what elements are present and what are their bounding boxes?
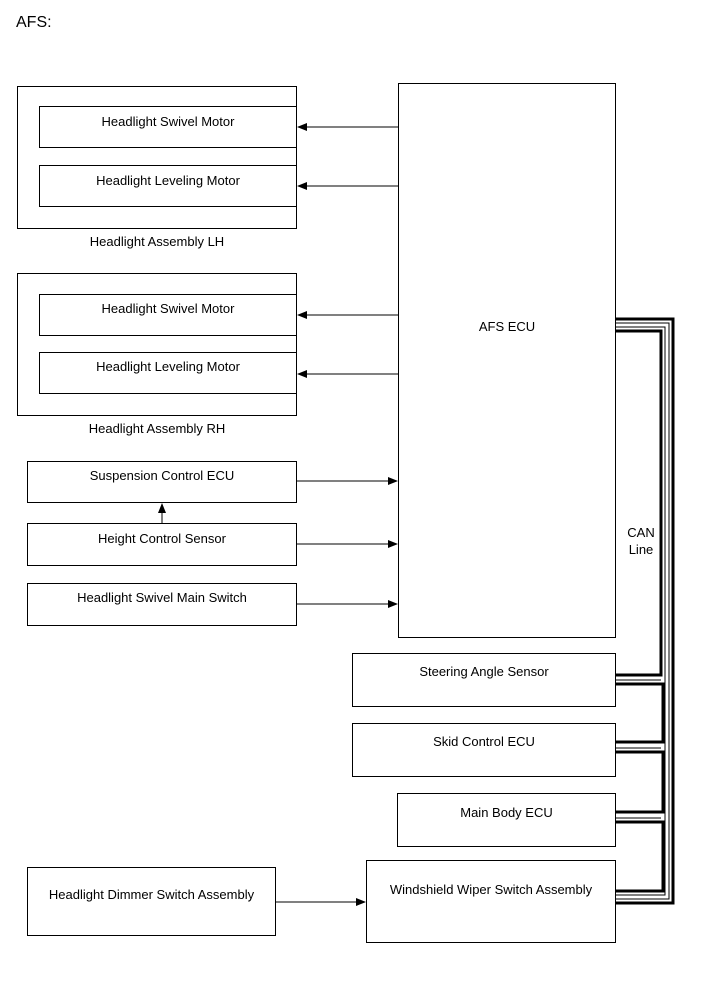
headlight-assembly-lh-label: Headlight Assembly LH [89,234,225,249]
height-control-sensor: Height Control Sensor [27,523,297,566]
steering-angle-sensor-label: Steering Angle Sensor [419,664,549,679]
windshield-wiper-switch-assembly-label: Windshield Wiper Switch Assembly [389,882,593,897]
diagram-title: AFS: [16,14,52,31]
headlight-swivel-main-switch-label: Headlight Swivel Main Switch [77,590,247,605]
can-line-label-2: Line [628,542,654,557]
headlight-assembly-rh-label: Headlight Assembly RH [88,421,226,436]
rh-swivel-motor: Headlight Swivel Motor [39,294,297,336]
skid-control-ecu: Skid Control ECU [352,723,616,777]
afs-ecu-label: AFS ECU [478,319,536,334]
height-control-sensor-label: Height Control Sensor [98,531,226,546]
suspension-control-ecu-label: Suspension Control ECU [89,468,235,483]
can-line-label-1: CAN [627,525,655,540]
main-body-ecu: Main Body ECU [397,793,616,847]
lh-swivel-motor: Headlight Swivel Motor [39,106,297,148]
lh-swivel-motor-label: Headlight Swivel Motor [101,114,235,129]
main-body-ecu-label: Main Body ECU [460,805,553,820]
can-bus [616,317,675,905]
rh-leveling-motor: Headlight Leveling Motor [39,352,297,394]
headlight-swivel-main-switch: Headlight Swivel Main Switch [27,583,297,626]
suspension-control-ecu: Suspension Control ECU [27,461,297,503]
skid-control-ecu-label: Skid Control ECU [433,734,535,749]
lh-leveling-motor: Headlight Leveling Motor [39,165,297,207]
lh-leveling-motor-label: Headlight Leveling Motor [96,173,240,188]
rh-leveling-motor-label: Headlight Leveling Motor [96,359,240,374]
headlight-dimmer-switch-assembly-label: Headlight Dimmer Switch Assembly [48,887,255,902]
afs-ecu: AFS ECU [398,83,616,638]
headlight-dimmer-switch-assembly: Headlight Dimmer Switch Assembly [27,867,276,936]
windshield-wiper-switch-assembly: Windshield Wiper Switch Assembly [366,860,616,943]
steering-angle-sensor: Steering Angle Sensor [352,653,616,707]
rh-swivel-motor-label: Headlight Swivel Motor [101,301,235,316]
